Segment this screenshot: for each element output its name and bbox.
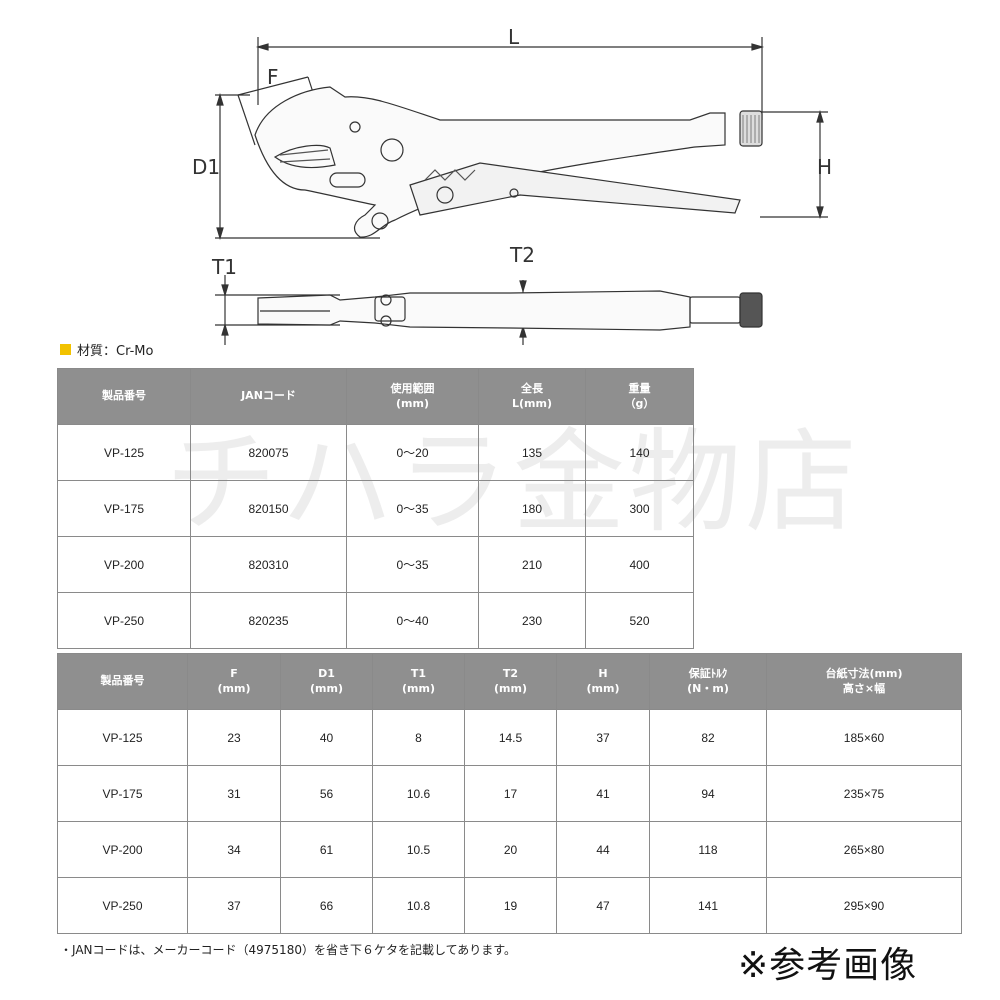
table-cell: 820235 [190, 592, 347, 649]
dimension-drawing: L F D1 H T1 T2 [180, 25, 840, 355]
table-cell: 0〜35 [346, 480, 479, 537]
jan-footnote: ・JANコードは、メーカーコード（4975180）を省き下６ケタを記載してありま… [60, 943, 517, 957]
table-cell: 135 [478, 424, 586, 481]
material-text: 材質：Cr-Mo [77, 344, 154, 359]
table-cell: 47 [556, 877, 650, 934]
header-cell: 保証ﾄﾙｸ (N・m) [649, 653, 767, 710]
header-cell: T2 (mm) [464, 653, 557, 710]
table-cell: 31 [187, 765, 281, 822]
table-cell: VP-200 [57, 821, 188, 878]
table-cell: 295×90 [766, 877, 962, 934]
table-cell: 20 [464, 821, 557, 878]
header-cell: 使用範囲 (mm) [346, 368, 479, 425]
table-cell: 185×60 [766, 709, 962, 766]
header-cell: T1 (mm) [372, 653, 465, 710]
header-cell: 重量 （g） [585, 368, 694, 425]
bullet-square-icon [60, 344, 71, 355]
table-cell: 23 [187, 709, 281, 766]
header-cell: 製品番号 [57, 653, 188, 710]
table-cell: VP-175 [57, 480, 191, 537]
table-cell: 210 [478, 536, 586, 593]
header-cell: 台紙寸法(mm) 高さ×幅 [766, 653, 962, 710]
table-cell: 820075 [190, 424, 347, 481]
table-cell: 14.5 [464, 709, 557, 766]
table-cell: 8 [372, 709, 465, 766]
table-cell: 140 [585, 424, 694, 481]
table-row: VP-200 34 61 10.5 20 44 118 265×80 [57, 821, 962, 878]
pliers-drawing [215, 37, 828, 345]
table-cell: 37 [556, 709, 650, 766]
header-cell: JANコード [190, 368, 347, 425]
table-cell: 230 [478, 592, 586, 649]
table-cell: VP-200 [57, 536, 191, 593]
table-header-row: 製品番号 JANコード 使用範囲 (mm) 全長 L(mm) 重量 （g） [57, 368, 694, 425]
table-cell: 820150 [190, 480, 347, 537]
table-cell: 0〜40 [346, 592, 479, 649]
table-cell: 0〜20 [346, 424, 479, 481]
table-cell: 34 [187, 821, 281, 878]
table-row: VP-125 820075 0〜20 135 140 [57, 424, 694, 481]
header-cell: 製品番号 [57, 368, 191, 425]
table-cell: 141 [649, 877, 767, 934]
dim-label-h: H [817, 155, 833, 179]
table-row: VP-125 23 40 8 14.5 37 82 185×60 [57, 709, 962, 766]
table-cell: 10.6 [372, 765, 465, 822]
table-cell: 180 [478, 480, 586, 537]
dim-label-f: F [267, 65, 279, 89]
dim-label-l: L [508, 25, 520, 49]
dim-label-t2: T2 [510, 243, 535, 267]
table-cell: 94 [649, 765, 767, 822]
header-cell: 全長 L(mm) [478, 368, 586, 425]
material-note: 材質：Cr-Mo [60, 340, 153, 359]
header-cell: F (mm) [187, 653, 281, 710]
table-cell: 66 [280, 877, 373, 934]
table-cell: 61 [280, 821, 373, 878]
table-cell: 44 [556, 821, 650, 878]
table-cell: VP-250 [57, 592, 191, 649]
table-cell: 520 [585, 592, 694, 649]
spec-table-dimensions: 製品番号 F (mm) D1 (mm) T1 (mm) T2 (mm) H (m… [57, 653, 962, 934]
table-cell: 37 [187, 877, 281, 934]
table-cell: VP-125 [57, 709, 188, 766]
table-cell: 820310 [190, 536, 347, 593]
table-cell: 0〜35 [346, 536, 479, 593]
table-cell: 17 [464, 765, 557, 822]
reference-image-note: ※参考画像 [738, 945, 918, 986]
header-cell: H (mm) [556, 653, 650, 710]
table-cell: 10.8 [372, 877, 465, 934]
table-cell: 235×75 [766, 765, 962, 822]
table-cell: VP-125 [57, 424, 191, 481]
table-header-row: 製品番号 F (mm) D1 (mm) T1 (mm) T2 (mm) H (m… [57, 653, 962, 710]
table-cell: 400 [585, 536, 694, 593]
spec-table-jan: 製品番号 JANコード 使用範囲 (mm) 全長 L(mm) 重量 （g） VP… [57, 368, 694, 649]
table-cell: 300 [585, 480, 694, 537]
table-row: VP-175 820150 0〜35 180 300 [57, 480, 694, 537]
table-cell: 41 [556, 765, 650, 822]
table-cell: 265×80 [766, 821, 962, 878]
dim-label-d1: D1 [192, 155, 221, 179]
table-cell: VP-250 [57, 877, 188, 934]
table-row: VP-250 820235 0〜40 230 520 [57, 592, 694, 649]
table-cell: 118 [649, 821, 767, 878]
table-cell: 40 [280, 709, 373, 766]
dim-label-t1: T1 [212, 255, 237, 279]
table-row: VP-250 37 66 10.8 19 47 141 295×90 [57, 877, 962, 934]
table-cell: 56 [280, 765, 373, 822]
table-cell: 82 [649, 709, 767, 766]
header-cell: D1 (mm) [280, 653, 373, 710]
table-row: VP-175 31 56 10.6 17 41 94 235×75 [57, 765, 962, 822]
table-row: VP-200 820310 0〜35 210 400 [57, 536, 694, 593]
table-cell: VP-175 [57, 765, 188, 822]
table-cell: 19 [464, 877, 557, 934]
table-cell: 10.5 [372, 821, 465, 878]
